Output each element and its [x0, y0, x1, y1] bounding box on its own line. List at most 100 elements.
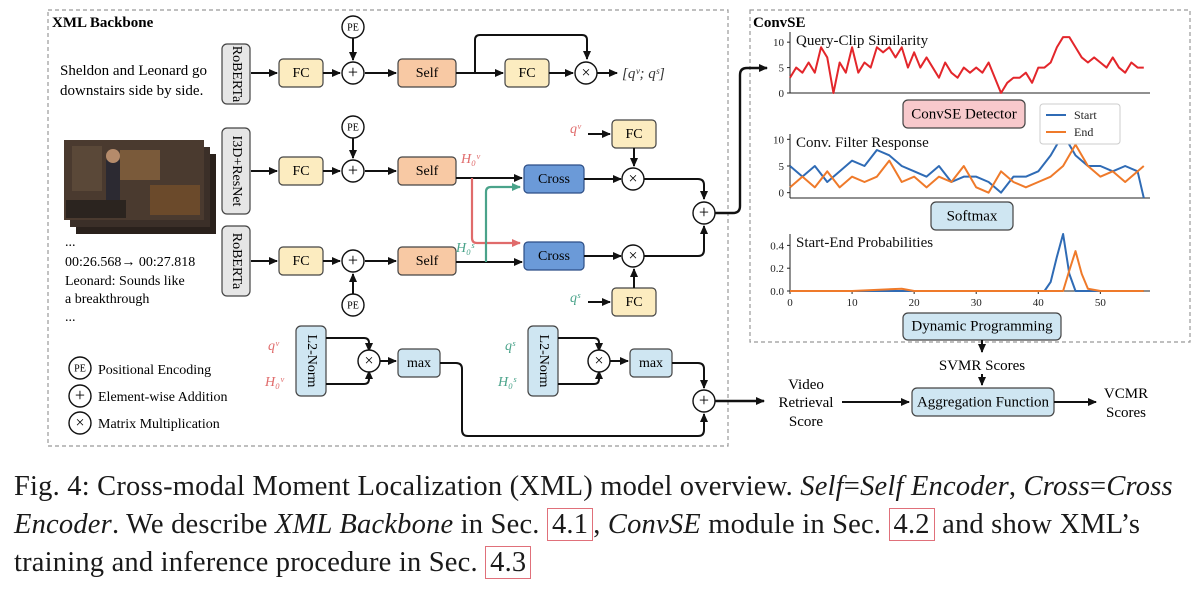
subtitle-line-3: Leonard: Sounds like: [65, 274, 185, 289]
chart-2-xtick-label-2: 20: [909, 297, 921, 309]
dynamic-programming-label: Dynamic Programming: [911, 318, 1053, 334]
max-label-1: max: [407, 356, 431, 371]
chart-2-series-1-line: [790, 250, 1144, 292]
subtitle-line-4: a breakthrough: [65, 292, 149, 307]
chart-1-ytick-label-1: 5: [779, 161, 785, 173]
chart-0-series-0-line: [789, 36, 1144, 94]
caption-text-3: module in Sec.: [700, 509, 889, 540]
add-icon-3: [341, 249, 365, 273]
chart-0-ytick-label-0: 0: [779, 88, 785, 100]
caption-cross-term: Cross: [1023, 471, 1091, 502]
h0v-label: H₀ᵛ: [460, 152, 481, 167]
backbone-panel: [47, 9, 729, 447]
convse-title: ConvSE: [753, 15, 806, 31]
chart-0-title: Query-Clip Similarity: [796, 33, 929, 49]
pe-label-1: PE: [347, 22, 359, 33]
caption-section-ref-4-3[interactable]: 4.3: [485, 546, 532, 579]
video-retrieval-line-3: Score: [789, 414, 823, 430]
video-retrieval-line-2: Retrieval: [779, 395, 834, 411]
query-output-label: [qᵛ; qˢ]: [622, 66, 665, 82]
caption-convse-term: ConvSE: [607, 509, 701, 540]
chart-1-series-1-line: [789, 143, 1145, 194]
roberta-label-subtitle: RoBERTa: [229, 233, 244, 290]
h0s-label: H₀ˢ: [455, 241, 475, 256]
chart-1-legend-label-0: Start: [1074, 108, 1097, 122]
chart-1-legend-label-1: End: [1074, 125, 1093, 139]
chart-2-ytick-label-0: 0.0: [770, 286, 784, 298]
video-frames-thumbnail: [64, 140, 216, 234]
legend-add-label: Element-wise Addition: [98, 390, 227, 405]
svg-text:×: ×: [594, 353, 603, 370]
caption-self-term: Self: [800, 471, 844, 502]
add-icon-1: [341, 61, 365, 85]
caption-equals-1: =: [843, 471, 861, 502]
fc-label-1: FC: [292, 66, 309, 81]
fc-label-4: FC: [625, 127, 642, 142]
svg-text:×: ×: [364, 353, 373, 370]
vcmr-scores-line-2: Scores: [1106, 405, 1146, 421]
l2norm-label-1: L2-Norm: [304, 335, 319, 388]
fc-label-5: FC: [292, 254, 309, 269]
svg-text:+: +: [348, 62, 358, 82]
roberta-label-query: RoBERTa: [229, 46, 244, 103]
softmax-label: Softmax: [947, 208, 998, 224]
l2norm-block-2: [527, 325, 559, 397]
caption-section-ref-4-2[interactable]: 4.2: [888, 508, 935, 541]
caption-lead: Fig. 4: Cross-modal Moment Localization …: [14, 471, 801, 502]
chart-0-ytick-label-1: 5: [779, 63, 785, 75]
roberta-block-subtitle: [221, 225, 251, 297]
caption-self-definition: Self Encoder: [860, 471, 1009, 502]
figure-caption: Fig. 4: Cross-modal Moment Localization …: [14, 468, 1190, 582]
legend-pe-symbol: PE: [74, 363, 86, 374]
svg-text:+: +: [699, 390, 709, 410]
svg-text:×: ×: [581, 65, 590, 82]
i3d-resnet-label: I3D+ResNet: [229, 136, 244, 207]
svg-text:+: +: [348, 160, 358, 180]
subtitle-line-2: 00:26.568→ 00:27.818: [65, 255, 195, 270]
caption-backbone-term: XML Backbone: [274, 509, 454, 540]
fc-label-6: FC: [625, 295, 642, 310]
caption-separator-1: ,: [1008, 471, 1024, 502]
qv-label-2: qᵛ: [268, 339, 280, 354]
video-retrieval-line-1: Video: [788, 377, 824, 393]
legend-add-icon: [68, 384, 92, 408]
svg-text:×: ×: [628, 248, 637, 265]
caption-section-ref-4-1[interactable]: 4.1: [546, 508, 594, 541]
aggregation-function-label: Aggregation Function: [917, 394, 1050, 410]
legend-multiply-icon: [68, 411, 92, 435]
chart-1-ytick-label-0: 0: [779, 188, 785, 200]
chart-2-xtick-label-3: 30: [971, 297, 983, 309]
self-label-3: Self: [416, 254, 439, 269]
pe-label-3: PE: [347, 300, 359, 311]
qs-label-2: qˢ: [505, 339, 516, 354]
caption-separator-2: ,: [593, 509, 608, 540]
roberta-block-query: [221, 43, 251, 105]
convse-detector-block: [902, 99, 1026, 129]
l2norm-block-1: [295, 325, 327, 397]
add-icon-2: [341, 159, 365, 183]
convse-panel: [749, 9, 1191, 343]
chart-0-ytick-label-2: 10: [773, 37, 785, 49]
qv-label-1: qᵛ: [570, 122, 582, 137]
cross-label-2: Cross: [538, 249, 570, 264]
caption-cross-definition: Cross Encoder: [14, 471, 1173, 540]
svg-text:+: +: [699, 202, 709, 222]
chart-2-xtick-label-4: 40: [1033, 297, 1045, 309]
caption-text-1: . We describe: [111, 509, 275, 540]
max-label-2: max: [639, 356, 663, 371]
qs-label-1: qˢ: [570, 291, 581, 306]
caption-text-2: in Sec.: [453, 509, 547, 540]
legend-multiply-symbol: ×: [75, 415, 84, 432]
i3d-resnet-block: [221, 127, 251, 215]
legend-pe-icon: [68, 356, 92, 380]
chart-2-title: Start-End Probabilities: [796, 235, 933, 251]
subtitle-line-1: ...: [65, 235, 76, 250]
chart-1-ytick-label-2: 10: [773, 134, 785, 146]
chart-1-title: Conv. Filter Response: [796, 135, 929, 151]
backbone-title: XML Backbone: [52, 15, 154, 31]
svg-text:×: ×: [628, 171, 637, 188]
self-label-1: Self: [416, 66, 439, 81]
softmax-block: [930, 201, 1014, 231]
